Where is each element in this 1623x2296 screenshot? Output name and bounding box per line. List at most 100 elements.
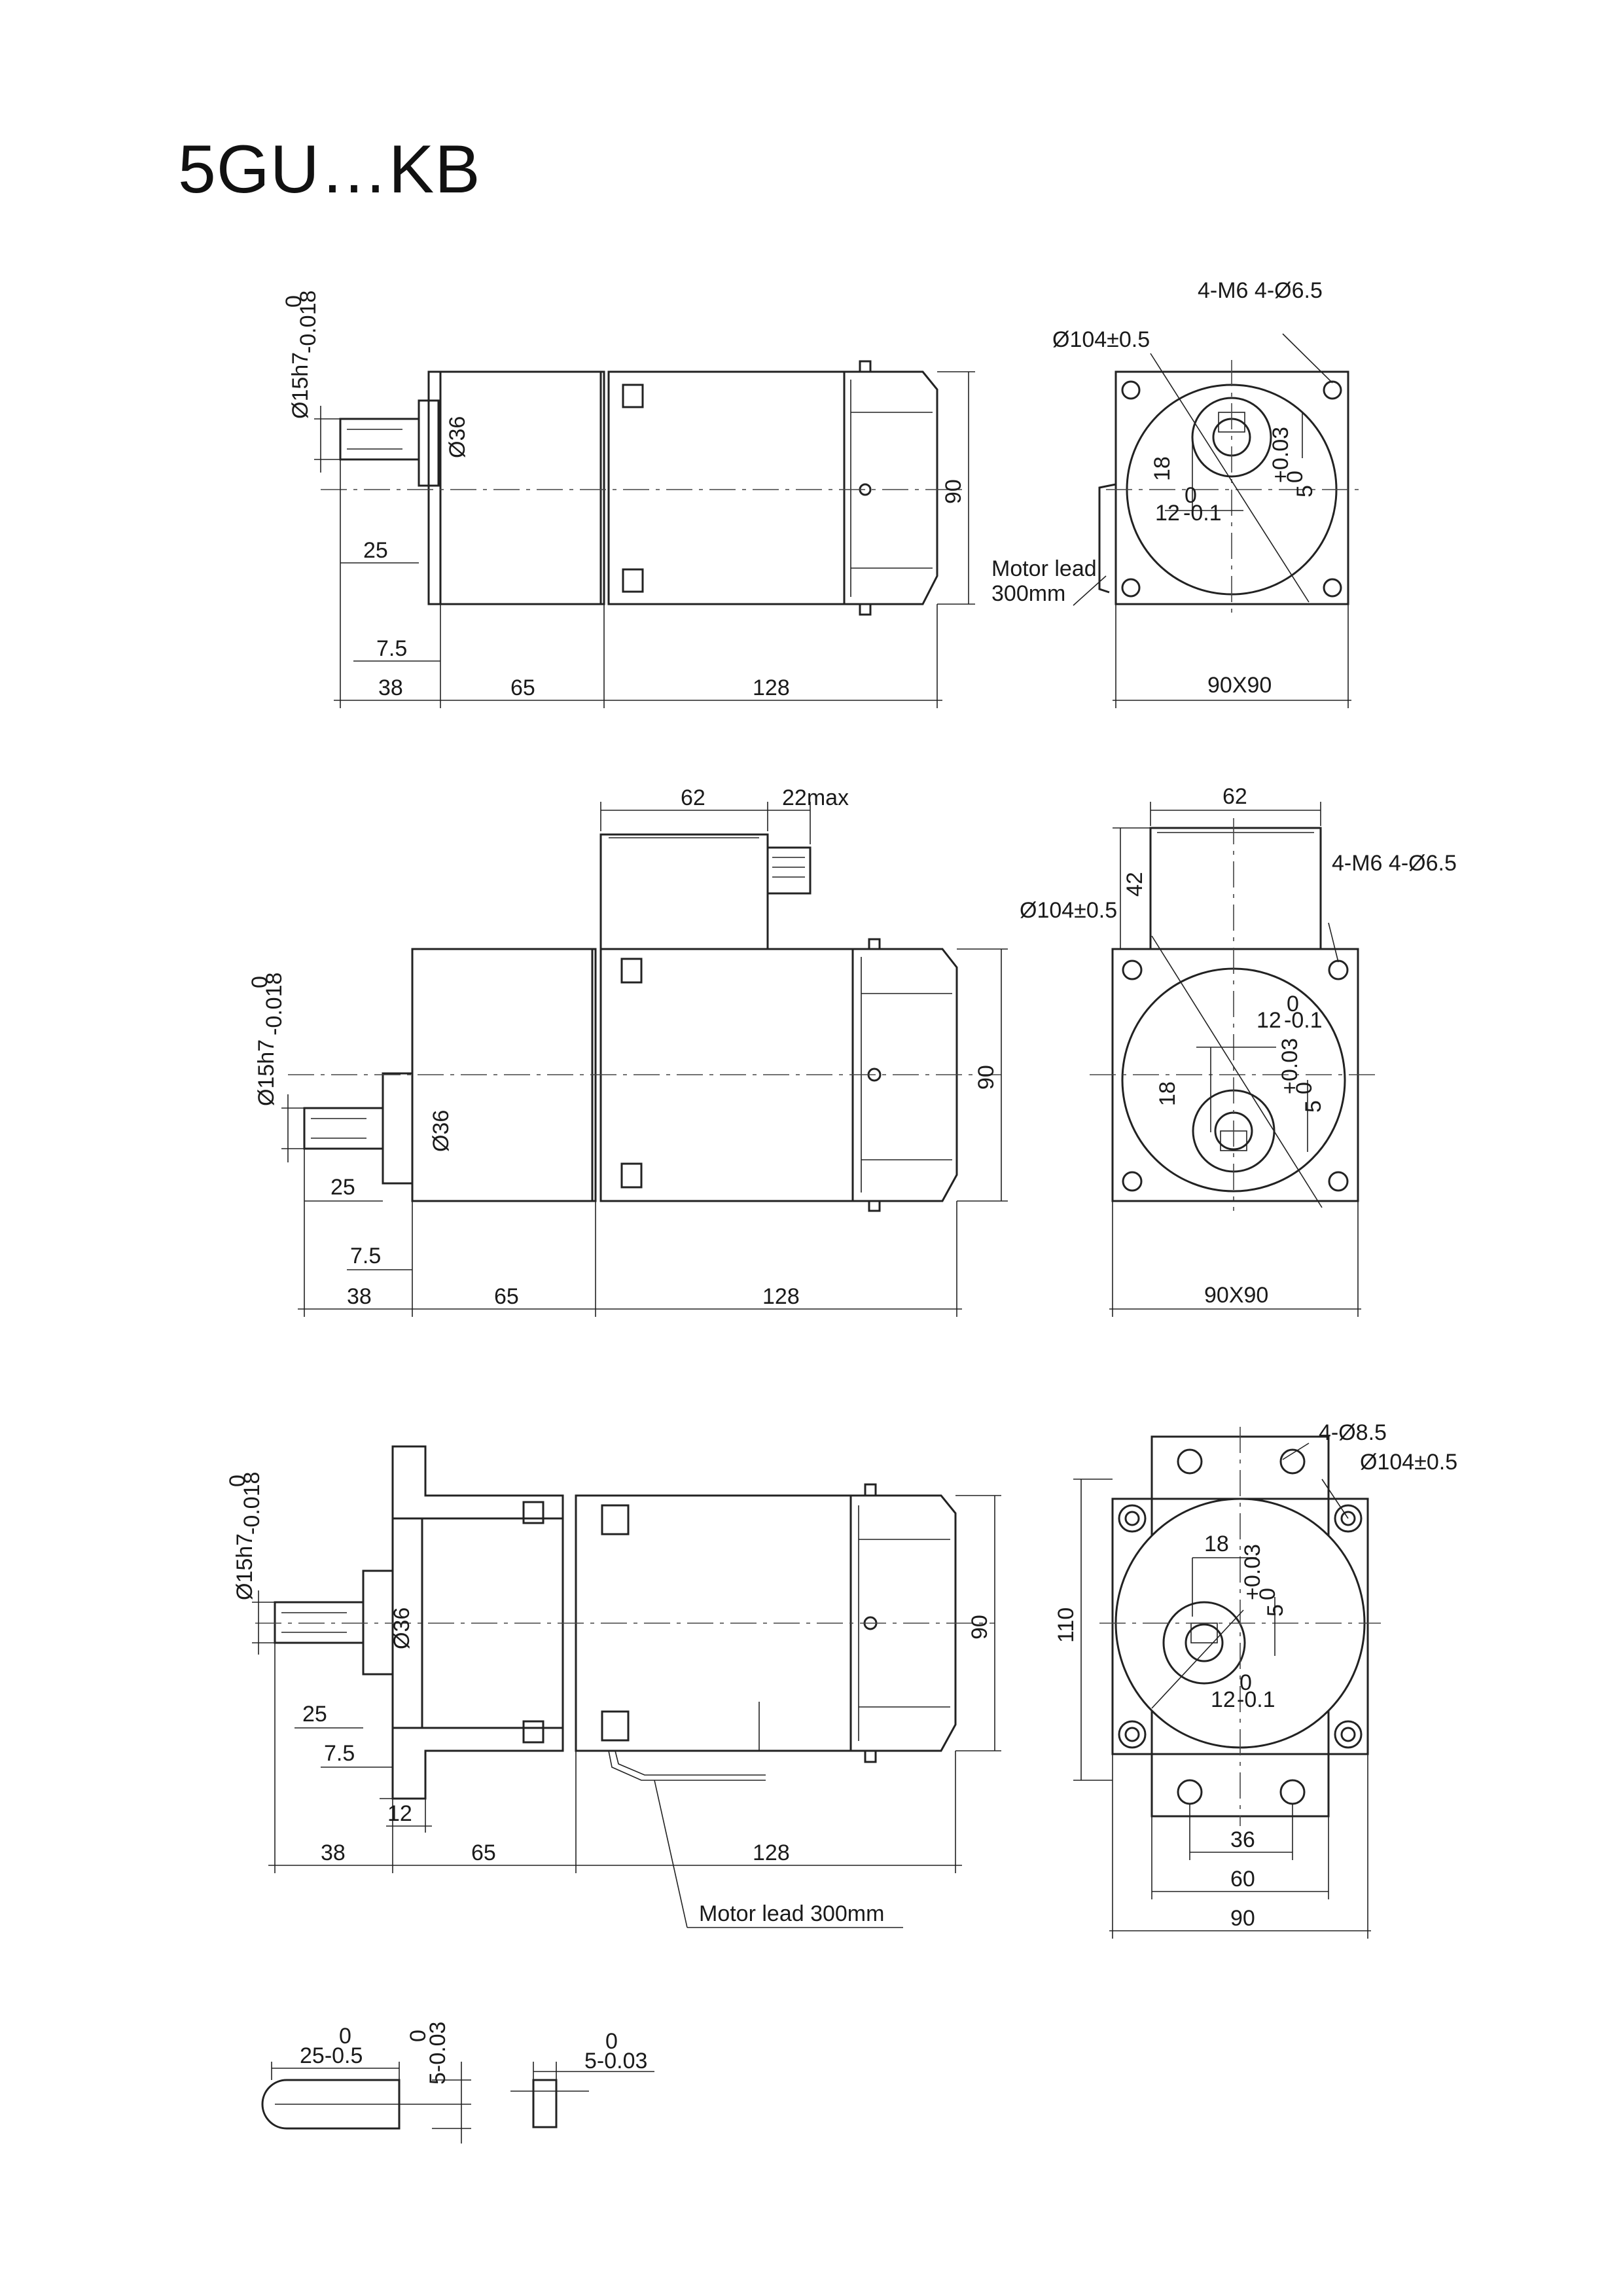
v1f-key-12-lower: -0.1 (1183, 501, 1222, 526)
v1-shaft-tol-upper: 0 (281, 295, 306, 308)
v2f-pcd: Ø104±0.5 (1020, 898, 1117, 923)
v3-shaft-tol-lower: -0.018 (240, 1472, 264, 1535)
v2-key-len: 25 (330, 1175, 355, 1200)
v3f-key-5-upper: +0.03 (1240, 1544, 1265, 1600)
v3f-key-5-lower: 0 (1255, 1588, 1280, 1600)
v3-lead: Motor lead 300mm (699, 1901, 884, 1926)
view1-front (1073, 333, 1361, 708)
v1-flange: 7.5 (376, 636, 407, 661)
view3-front (1073, 1427, 1381, 1939)
shaft (339, 418, 420, 461)
v1-height: 90 (941, 479, 966, 504)
key-len: 25-0.5 (300, 2043, 363, 2068)
gearhead-flange-top (391, 1445, 564, 1520)
v3f-key-18: 18 (1204, 1532, 1229, 1556)
key-end (532, 2079, 558, 2128)
v2f-key-12-upper: 0 (1287, 992, 1299, 1016)
v1f-key-12: 12 (1155, 501, 1180, 526)
v1-dim-128: 128 (753, 675, 790, 700)
v2-dim-65: 65 (494, 1284, 519, 1309)
v1f-pcd: Ø104±0.5 (1052, 327, 1150, 352)
motor-body (439, 370, 605, 605)
v3f-dim-36: 36 (1230, 1827, 1255, 1852)
v2-shaft-tol-upper: 0 (247, 976, 272, 988)
key-side (261, 2079, 401, 2130)
v2f-width: 90X90 (1204, 1283, 1268, 1308)
terminal-box (599, 833, 769, 950)
v2-height: 90 (974, 1065, 999, 1090)
key-width: 5-0.03 (425, 2022, 450, 2085)
v3-boss-dia: Ø36 (389, 1607, 414, 1649)
v3-key-len: 25 (302, 1702, 327, 1727)
drawing-title: 5GU…KB (178, 132, 481, 207)
cable-gland (766, 846, 812, 895)
v1-dim-38: 38 (378, 675, 403, 700)
v2f-holes: 4-M6 4-Ø6.5 (1332, 851, 1457, 876)
v1f-key-5-lower: 0 (1283, 471, 1308, 483)
v3-dim-65: 65 (471, 1840, 496, 1865)
v2f-key-12: 12 (1257, 1008, 1281, 1033)
shaft (303, 1107, 384, 1150)
key-detail (261, 2062, 654, 2144)
gearhead-flange-bottom (391, 1727, 564, 1800)
view1-side (314, 360, 975, 708)
v2f-key-5: 5 (1301, 1100, 1326, 1113)
brake-housing (851, 948, 958, 1202)
v1f-key-5: 5 (1293, 485, 1317, 497)
view2-front (1090, 802, 1381, 1317)
v2f-key-5-lower: 0 (1292, 1082, 1317, 1094)
v3-shaft-tol-upper: 0 (225, 1475, 250, 1487)
v2f-key-18: 18 (1155, 1081, 1180, 1106)
key-end-width: 5-0.03 (584, 2049, 647, 2073)
v3-dim-12: 12 (387, 1801, 412, 1826)
shaft (274, 1601, 365, 1644)
brake-housing (849, 1494, 957, 1752)
key-end-upper: 0 (605, 2029, 618, 2054)
v2-dim-38: 38 (347, 1284, 372, 1309)
v2-shaft-dia: Ø15h7 (254, 1039, 279, 1106)
v3f-key-12: 12 (1211, 1687, 1236, 1712)
v2-box-width: 62 (681, 785, 705, 810)
view3-side (252, 1445, 1001, 1928)
v2-gland: 22max (782, 785, 849, 810)
v2f-box-height: 42 (1122, 872, 1147, 897)
v3f-key-5: 5 (1263, 1604, 1288, 1617)
v3-shaft-dia: Ø15h7 (232, 1534, 257, 1600)
v3f-dim-90: 90 (1230, 1906, 1255, 1931)
v2f-key-12-lower: -0.1 (1284, 1008, 1323, 1033)
v2-shaft-tol-lower: -0.018 (262, 973, 287, 1035)
v3f-holes: 4-Ø8.5 (1319, 1420, 1387, 1445)
v1-dim-65: 65 (510, 675, 535, 700)
key-width-upper: 0 (406, 2030, 431, 2042)
v2f-key-5-upper: +0.03 (1277, 1038, 1302, 1094)
v1-key-len: 25 (363, 538, 388, 563)
v2f-box-width: 62 (1222, 784, 1247, 809)
brake-housing (843, 370, 938, 605)
terminal-box-front (1149, 827, 1322, 950)
v2-dim-128: 128 (762, 1284, 800, 1309)
v3-height: 90 (967, 1615, 992, 1640)
v1f-lead-line2: 300mm (991, 581, 1065, 606)
v3-dim-38: 38 (321, 1840, 346, 1865)
v3f-key-12-lower: -0.1 (1237, 1687, 1275, 1712)
v1-shaft-dia: Ø15h7 (288, 352, 313, 419)
v3f-height: 110 (1054, 1607, 1079, 1643)
v3f-key-12-upper: 0 (1240, 1670, 1252, 1695)
view2-side (281, 802, 1008, 1317)
v2-boss-dia: Ø36 (429, 1110, 454, 1152)
v1f-key-18: 18 (1150, 456, 1175, 481)
v2-flange: 7.5 (350, 1244, 381, 1268)
v3f-pcd: Ø104±0.5 (1360, 1450, 1457, 1475)
v3-flange: 7.5 (324, 1741, 355, 1766)
v1f-lead-line1: Motor lead (991, 556, 1097, 581)
v1f-key-5-upper: +0.03 (1268, 427, 1293, 483)
v1-boss-dia: Ø36 (445, 416, 470, 458)
key-len-upper: 0 (339, 2024, 351, 2049)
v1-shaft-tol-lower: -0.018 (296, 291, 321, 353)
v3f-dim-60: 60 (1230, 1867, 1255, 1892)
v3-dim-128: 128 (753, 1840, 790, 1865)
v1f-holes: 4-M6 4-Ø6.5 (1198, 278, 1323, 303)
v1f-key-12-upper: 0 (1185, 483, 1197, 508)
v1f-width: 90X90 (1207, 673, 1272, 698)
